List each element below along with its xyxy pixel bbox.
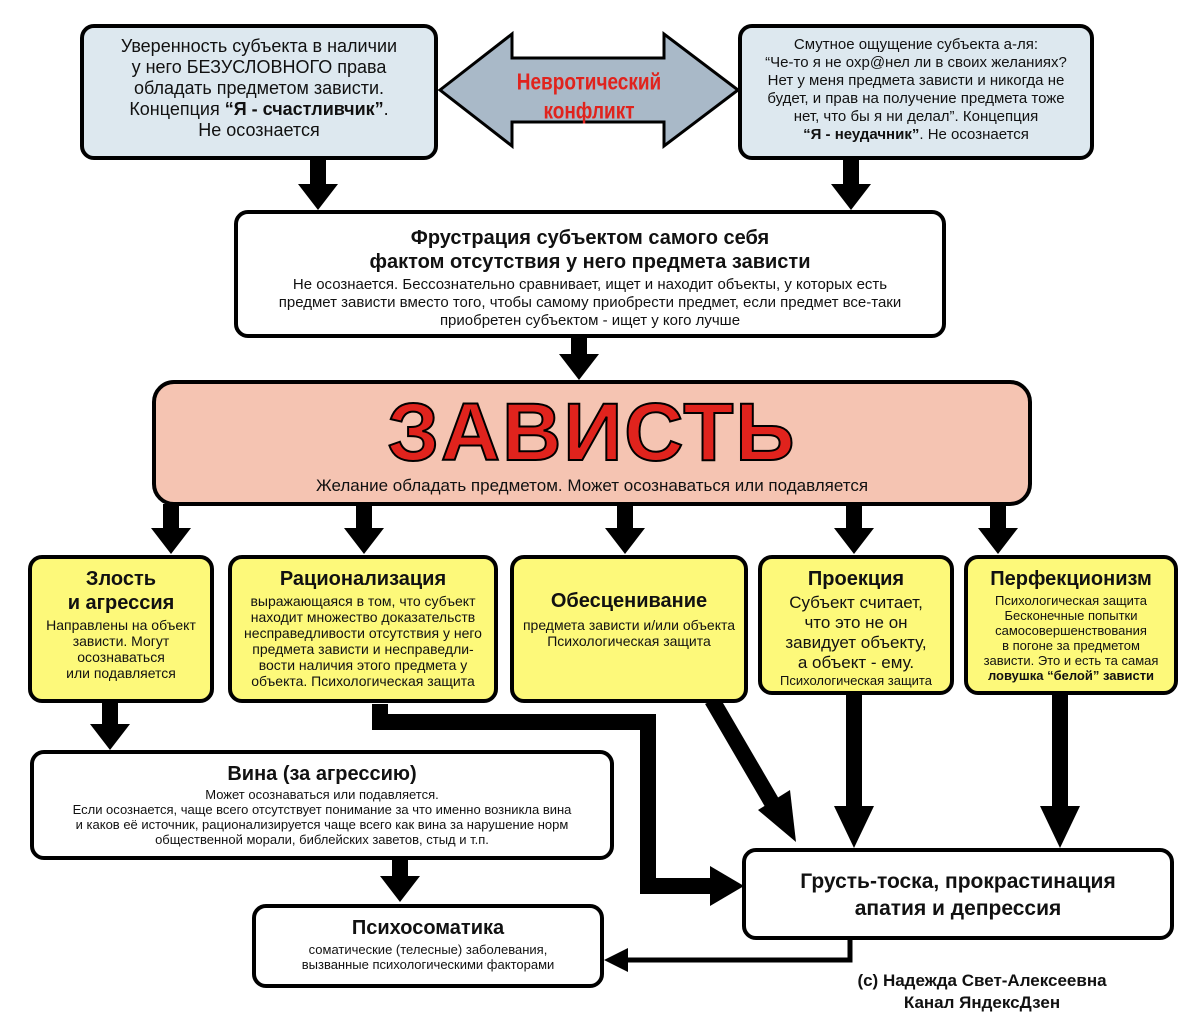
envy-title: ЗАВИСТЬ — [387, 387, 797, 479]
box-guilt: Вина (за агрессию) Может осознаваться ил… — [30, 750, 614, 860]
arrow-envy-to-perfectionism — [978, 504, 1018, 554]
loser-line-3: Нет у меня предмета зависти и никогда не — [767, 72, 1065, 89]
loser-line-1: Смутное ощущение субъекта а-ля: — [793, 36, 1039, 53]
box-psychosomatics: Психосоматика соматические (телесные) за… — [252, 904, 604, 988]
envy-subtitle: Желание обладать предметом. Может осозна… — [315, 476, 869, 495]
frustration-body-1: Не осознается. Бессознательно сравнивает… — [292, 276, 888, 293]
rationalization-body-3: несправедливости отсутствия у него — [244, 625, 482, 641]
box-envy: ЗАВИСТЬ Желание обладать предметом. Може… — [152, 380, 1032, 506]
arrow-envy-to-rationalization — [344, 504, 384, 554]
box-devaluation: Обесценивание предмета зависти и/или объ… — [510, 555, 748, 703]
rationalization-body-5: вости наличия этого предмета у — [258, 657, 468, 673]
guilt-title: Вина (за агрессию) — [227, 763, 417, 785]
box-loser-concept: Смутное ощущение субъекта а-ля: “Че-то я… — [738, 24, 1094, 160]
credit-line-1: (с) Надежда Свет-Алексеевна — [857, 971, 1107, 990]
arrow-sadness-to-psychosomatics — [604, 938, 853, 972]
frustration-title-1: Фрустрация субъектом самого себя — [410, 227, 770, 249]
loser-concept-name: “Я - неудачник” — [803, 126, 920, 143]
lucky-line-2: у него БЕЗУСЛОВНОГО права — [131, 57, 387, 77]
projection-body-3: завидует объекту, — [785, 633, 927, 652]
rationalization-body-1: выражающаяся в том, что субъект — [250, 593, 476, 609]
loser-concept-line: “Я - неудачник”. Не осознается — [803, 126, 1029, 143]
box-rationalization: Рационализация выражающаяся в том, что с… — [228, 555, 498, 703]
perfectionism-title: Перфекционизм — [990, 568, 1152, 590]
box-anger: Злость и агрессия Направлены на объект з… — [28, 555, 214, 703]
arrow-anger-to-guilt — [90, 702, 130, 750]
arrow-guilt-to-psychosomatics — [380, 858, 420, 902]
author-credit: (с) Надежда Свет-Алексеевна Канал Яндекс… — [812, 970, 1152, 1014]
devaluation-body-2: Психологическая защита — [547, 633, 711, 649]
projection-last: Психологическая защита — [780, 673, 932, 688]
projection-body-4: а объект - ему. — [797, 653, 915, 672]
anger-title-1: Злость — [85, 568, 157, 590]
devaluation-title: Обесценивание — [550, 590, 708, 612]
conflict-label: Невротический конфликт — [516, 70, 662, 125]
box-sadness: Грусть-тоска, прокрастинация апатия и де… — [742, 848, 1174, 940]
sadness-line-2: апатия и депрессия — [854, 897, 1062, 920]
rationalization-body-2: находит множество доказательств — [250, 609, 476, 625]
sadness-line-1: Грусть-тоска, прокрастинация — [800, 870, 1116, 893]
rationalization-last: объекта. Психологическая защита — [251, 673, 475, 689]
arrow-frustration-to-envy — [559, 336, 599, 380]
rationalization-title: Рационализация — [279, 568, 447, 590]
projection-body-2: что это не он — [804, 613, 908, 632]
anger-title-2: и агрессия — [67, 592, 175, 614]
psychosomatics-body-1: соматические (телесные) заболевания, — [308, 942, 548, 957]
projection-body-1: Субъект считает, — [789, 593, 923, 612]
perfectionism-body-1: Психологическая защита — [995, 593, 1147, 608]
psychosomatics-body-2: вызванные психологическими факторами — [301, 957, 555, 972]
guilt-body-4: общественной морали, библейских заветов,… — [155, 832, 489, 847]
perfectionism-last: ловушка “белой” зависти — [987, 668, 1155, 683]
perfectionism-body-4: в погоне за предметом — [1002, 638, 1140, 653]
anger-body-4: или подавляется — [66, 665, 176, 681]
box-frustration: Фрустрация субъектом самого себя фактом … — [234, 210, 946, 338]
frustration-body-3: приобретен субъектом - ищет у кого лучше — [439, 312, 741, 329]
guilt-body-2: Если осознается, чаще всего отсутствует … — [72, 802, 572, 817]
rationalization-body-4: предмета зависти и несправедли- — [252, 641, 474, 657]
lucky-line-1: Уверенность субъекта в наличии — [120, 36, 398, 56]
perfectionism-body-3: самосовершенствования — [995, 623, 1147, 638]
arrow-left-to-frustration — [298, 158, 338, 210]
perfectionism-body-5: зависти. Это и есть та самая — [983, 653, 1159, 668]
loser-line-2: “Че-то я не охр@нел ли в своих желаниях? — [765, 54, 1067, 71]
perfectionism-body-2: Бесконечные попытки — [1004, 608, 1138, 623]
arrow-devaluation-to-sadness — [705, 695, 796, 842]
anger-body-1: Направлены на объект — [46, 617, 196, 633]
lucky-last-line: Не осознается — [198, 120, 320, 140]
credit-line-2: Канал ЯндексДзен — [903, 993, 1061, 1012]
lucky-concept-name: “Я - счастливчик” — [224, 99, 384, 119]
arrow-envy-to-devaluation — [605, 504, 645, 554]
box-projection: Проекция Субъект считает, что это не он … — [758, 555, 954, 695]
arrow-right-to-frustration — [831, 158, 871, 210]
arrow-projection-to-sadness — [834, 690, 874, 848]
projection-title: Проекция — [807, 568, 905, 590]
arrow-envy-to-projection — [834, 504, 874, 554]
lucky-concept-line: Концепция “Я - счастливчик”. — [129, 99, 389, 119]
frustration-body-2: предмет зависти вместо того, чтобы самом… — [278, 294, 902, 311]
lucky-line-3: обладать предметом зависти. — [133, 78, 385, 98]
arrow-envy-to-anger — [151, 504, 191, 554]
arrow-perfectionism-to-sadness — [1040, 690, 1080, 848]
psychosomatics-title: Психосоматика — [351, 917, 505, 939]
anger-body-2: зависти. Могут — [72, 633, 170, 649]
anger-body-3: осознаваться — [77, 649, 165, 665]
loser-line-5: нет, что бы я ни делал”. Концепция — [793, 108, 1039, 125]
guilt-body-1: Может осознаваться или подавляется. — [205, 787, 439, 802]
frustration-title-2: фактом отсутствия у него предмета завист… — [369, 251, 811, 273]
box-perfectionism: Перфекционизм Психологическая защита Бес… — [964, 555, 1178, 695]
box-lucky-concept: Уверенность субъекта в наличии у него БЕ… — [80, 24, 438, 160]
devaluation-body-1: предмета зависти и/или объекта — [522, 617, 736, 633]
guilt-body-3: и каков её источник, рационализируется ч… — [75, 817, 569, 832]
arrow-rationalization-to-sadness — [372, 704, 744, 906]
loser-line-4: будет, и прав на получение предмета тоже — [767, 90, 1065, 107]
